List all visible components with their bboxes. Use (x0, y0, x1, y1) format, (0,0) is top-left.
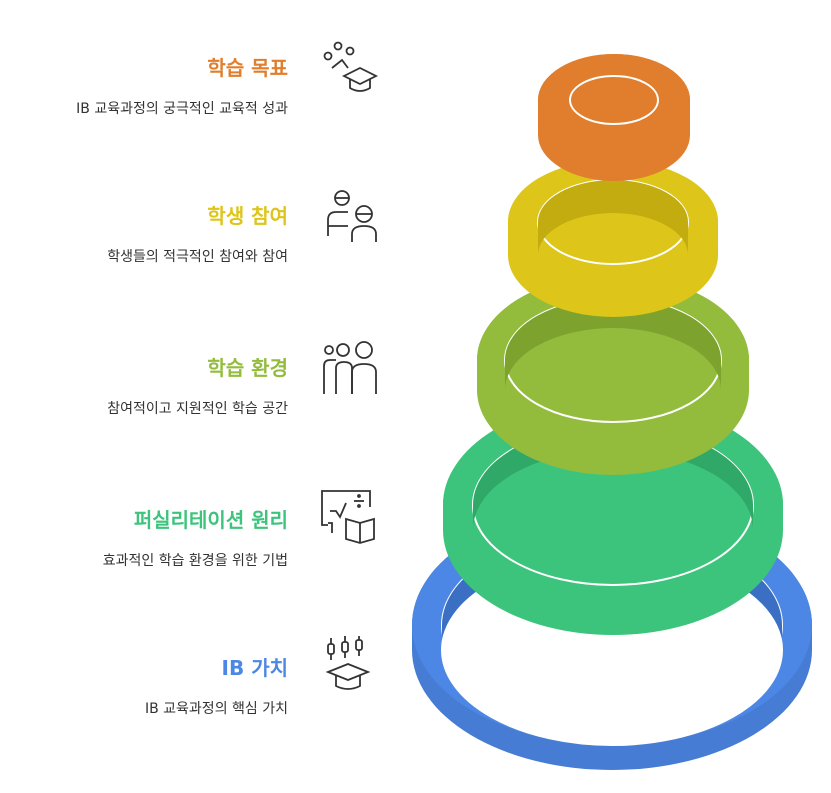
level-title: 퍼실리테이션 원리 (133, 508, 288, 532)
level-description: 학생들의 적극적인 참여와 참여 (107, 249, 288, 265)
ring-learning-environment (477, 275, 749, 475)
graduation-cap-candles-icon (318, 634, 380, 696)
level-ib-values: IB 가치 IB 교육과정의 핵심 가치 (145, 656, 288, 718)
level-title: 학습 환경 (207, 356, 288, 380)
ring-learning-goals (538, 54, 690, 181)
level-learning-environment: 학습 환경 참여적이고 지원적인 학습 공간 (107, 356, 288, 418)
level-facilitation-principles: 퍼실리테이션 원리 효과적인 학습 환경을 위한 기법 (103, 508, 288, 570)
level-student-engagement: 학생 참여 학생들의 적극적인 참여와 참여 (107, 204, 288, 266)
level-description: IB 교육과정의 궁극적인 교육적 성과 (76, 101, 288, 117)
people-group-icon (318, 338, 380, 400)
whiteboard-book-icon (318, 485, 380, 547)
ring-student-engagement (508, 160, 718, 317)
level-learning-goals: 학습 목표 IB 교육과정의 궁극적인 교육적 성과 (76, 56, 288, 118)
level-title: 학습 목표 (207, 56, 288, 80)
teacher-student-icon (318, 186, 380, 248)
level-description: 참여적이고 지원적인 학습 공간 (107, 401, 288, 417)
idea-graduation-cap-icon (318, 38, 380, 100)
level-title: IB 가치 (221, 656, 288, 680)
level-description: 효과적인 학습 환경을 위한 기법 (102, 553, 288, 569)
level-description: IB 교육과정의 핵심 가치 (144, 701, 288, 717)
level-title: 학생 참여 (207, 204, 288, 228)
